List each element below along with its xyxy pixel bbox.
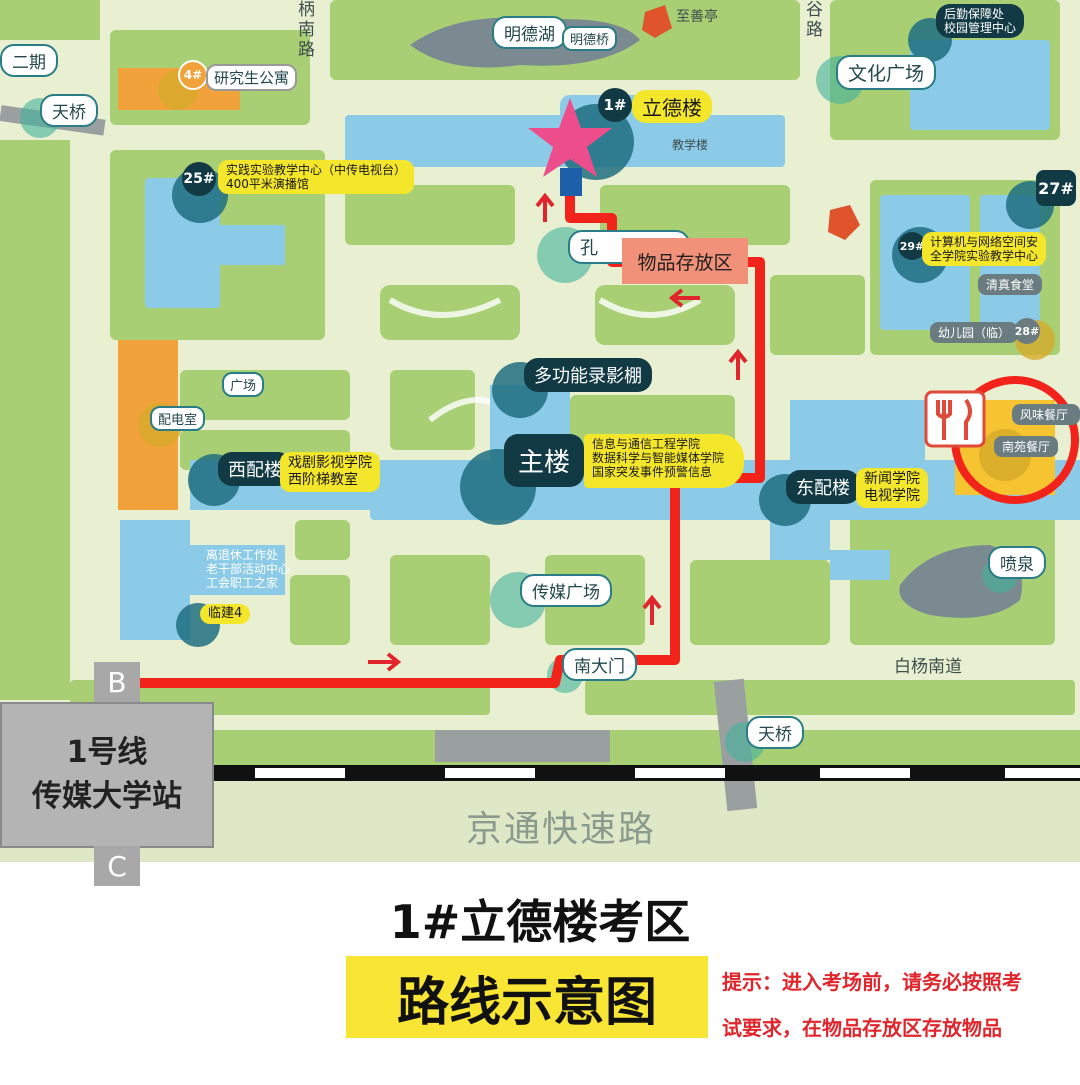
- grad-label: 研究生公寓: [206, 64, 298, 91]
- exit-c-box: C: [94, 846, 140, 886]
- destination-base: [560, 168, 582, 196]
- pavilion-zhishan: [642, 5, 672, 38]
- badge-29: 29#: [898, 232, 926, 260]
- pavilion-east: [828, 205, 860, 240]
- practice-center-label: 实践实验教学中心（中传电视台） 400平米演播馆: [218, 160, 415, 194]
- subway-station-name: 传媒大学站: [32, 779, 182, 814]
- bridge-west-label: 天桥: [40, 94, 98, 127]
- kindergarten-label: 幼儿园（临）: [930, 322, 1019, 343]
- phase2-label: 二期: [0, 44, 58, 77]
- main-building-label: 主楼: [504, 434, 585, 487]
- fountain-label: 喷泉: [988, 546, 1046, 579]
- subtitle-highlight: [346, 956, 708, 1038]
- subway-station: 1号线 传媒大学站: [0, 702, 214, 848]
- badge-27: 27#: [1036, 170, 1076, 206]
- road-label-north-2: 谷 路: [806, 0, 823, 40]
- zhishan-label: 至善亭: [676, 9, 718, 25]
- retirement-office-label: 离退休工作处 老干部活动中心 工会职工之家: [206, 548, 291, 590]
- west-building-label: 西配楼: [218, 452, 292, 486]
- small-plaza-label: 广场: [222, 372, 265, 397]
- baiyang-road-label: 白杨南道: [894, 657, 962, 677]
- tip-line-2: 试要求，在物品存放区存放物品: [722, 1016, 1002, 1040]
- studio-label: 多功能录影棚: [524, 358, 652, 392]
- confucius-label-part1: 孔: [580, 238, 598, 259]
- nanyuan-restaurant-label: 南苑餐厅: [994, 436, 1059, 457]
- mingde-bridge-label: 明德桥: [562, 26, 618, 51]
- subway-line: 1号线: [66, 735, 148, 770]
- power-room-label: 配电室: [150, 406, 206, 431]
- star-icon: [528, 98, 612, 177]
- page-title: 1#立德楼考区: [389, 895, 691, 949]
- computer-lab-label: 计算机与网络空间安 全学院实验教学中心: [922, 232, 1047, 266]
- temp4-label: 临建4: [200, 604, 251, 624]
- east-building-desc: 新闻学院 电视学院: [856, 468, 928, 508]
- road-label-north-1: 柄 南 路: [298, 0, 315, 60]
- storage-area-label: 物品存放区: [622, 238, 748, 284]
- route-line: [140, 195, 765, 688]
- flavor-restaurant-label: 风味餐厅: [1012, 404, 1080, 425]
- badge-28: 28#: [1014, 318, 1040, 344]
- halal-canteen-label: 清真食堂: [978, 274, 1043, 295]
- campus-map: 柄 南 路 谷 路 二期 天桥 明德湖 明德桥 至善亭 4# 研究生公寓 1# …: [0, 0, 1080, 862]
- logistics-label: 后勤保障处 校园管理中心: [936, 4, 1025, 38]
- badge-25: 25#: [182, 162, 216, 196]
- bridge-south-label: 天桥: [746, 716, 804, 749]
- exit-b: B: [94, 662, 140, 702]
- tip-line-1: 提示：进入考场前，请务必按照考: [722, 970, 1022, 994]
- culture-plaza-label: 文化广场: [836, 55, 937, 90]
- railway: [150, 730, 1080, 781]
- page-subtitle: 路线示意图: [396, 972, 657, 1033]
- teaching-label: 教学楼: [672, 138, 709, 152]
- expressway-label: 京通快速路: [466, 809, 657, 850]
- east-building-label: 东配楼: [786, 470, 860, 504]
- grad-badge: 4#: [178, 60, 208, 90]
- south-gate-label: 南大门: [562, 648, 637, 681]
- main-building-desc: 信息与通信工程学院 数据科学与智能媒体学院 国家突发事件预警信息: [584, 434, 745, 488]
- fork-knife-icon: [936, 398, 972, 440]
- media-plaza-label: 传媒广场: [520, 574, 612, 607]
- mingde-lake-label: 明德湖: [492, 16, 567, 49]
- lide-badge: 1#: [598, 88, 632, 122]
- west-building-desc: 戏剧影视学院 西阶梯教室: [280, 452, 380, 492]
- lide-label: 立德楼: [632, 90, 712, 123]
- restaurant-icon-box: [924, 390, 986, 448]
